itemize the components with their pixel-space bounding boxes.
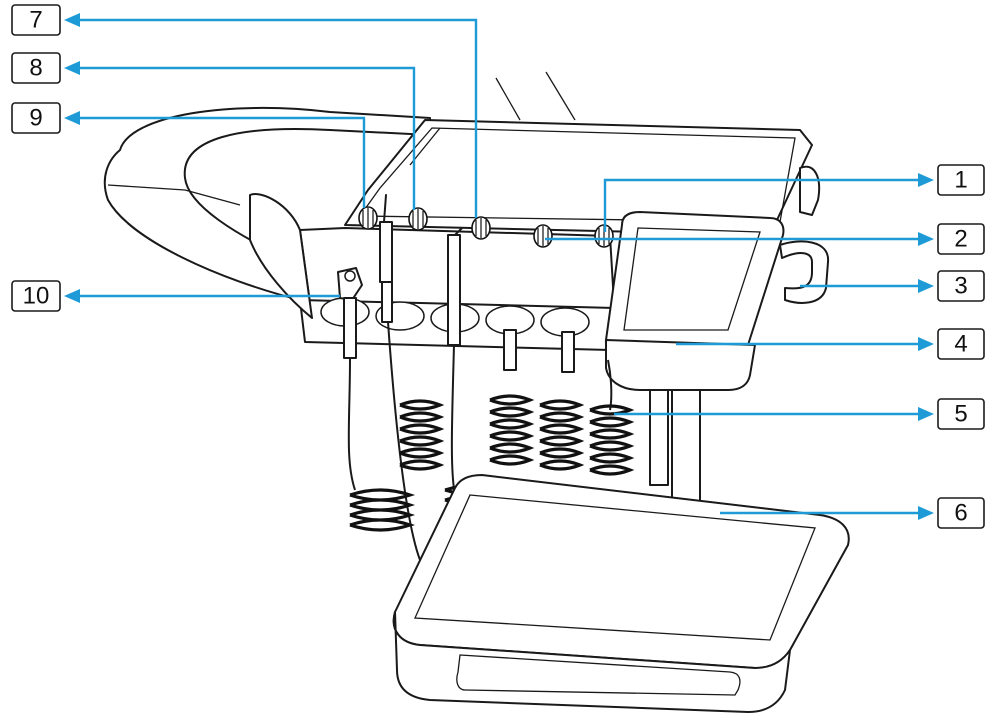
- callout-10-text: 10: [23, 283, 50, 310]
- left-handle: [103, 106, 431, 301]
- callout-4-text: 4: [954, 331, 967, 358]
- callout-5: 5: [937, 398, 985, 430]
- knob-7: [471, 216, 491, 240]
- support-arm: [495, 71, 701, 506]
- knob-8: [408, 207, 428, 231]
- arrowhead-7: [64, 13, 80, 27]
- hoses: [347, 321, 613, 561]
- leader-lines: [64, 13, 934, 520]
- callout-10: 10: [11, 280, 61, 312]
- knobs: [358, 206, 614, 248]
- callout-1: 1: [937, 164, 985, 196]
- callout-labels: 7 8 9 10 1 2 3 4: [11, 4, 985, 529]
- leader-9: [78, 116, 366, 208]
- arrowhead-2: [918, 232, 934, 246]
- arrowhead-10: [64, 289, 80, 303]
- callout-6: 6: [937, 497, 985, 529]
- coiled-hoses: [349, 394, 635, 532]
- callout-2-text: 2: [954, 226, 967, 253]
- arrowhead-6: [918, 506, 934, 520]
- knob-9: [358, 206, 378, 230]
- leader-7: [78, 18, 478, 218]
- arrowhead-4: [918, 337, 934, 351]
- callout-7: 7: [11, 4, 61, 36]
- control-pad: [604, 211, 785, 391]
- callout-7-text: 7: [29, 7, 42, 34]
- top-tray: [344, 119, 813, 236]
- dental-unit-illustration: [103, 71, 850, 713]
- callout-1-text: 1: [954, 167, 967, 194]
- callout-2: 2: [937, 223, 985, 255]
- callout-9-text: 9: [29, 105, 42, 132]
- arrowhead-3: [918, 279, 934, 293]
- callout-6-text: 6: [954, 500, 967, 527]
- callout-8: 8: [11, 52, 61, 84]
- callout-5-text: 5: [954, 401, 967, 428]
- callout-4: 4: [937, 328, 985, 360]
- callout-8-text: 8: [29, 55, 42, 82]
- arrowhead-5: [918, 407, 934, 421]
- knob-2: [533, 224, 553, 248]
- arrowhead-9: [64, 111, 80, 125]
- arrowhead-1: [918, 173, 934, 187]
- leader-1: [603, 178, 920, 232]
- callout-3-text: 3: [954, 273, 967, 300]
- front-tray: [392, 474, 850, 713]
- leader-8: [78, 66, 416, 210]
- callout-9: 9: [11, 102, 61, 134]
- arrowhead-8: [64, 61, 80, 75]
- callout-3: 3: [937, 270, 985, 302]
